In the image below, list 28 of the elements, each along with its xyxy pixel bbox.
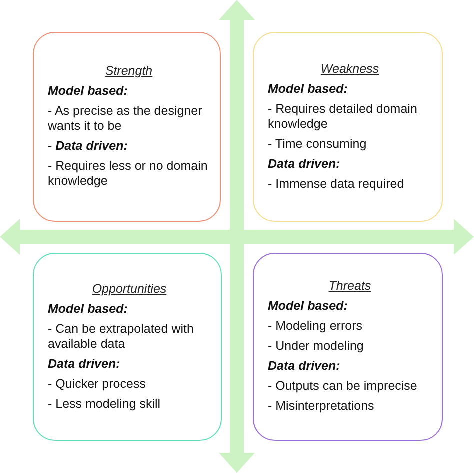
bullet-text: - Misinterpretations	[268, 399, 376, 414]
subheading: Model based:	[268, 299, 349, 314]
bullet-text: - As precise as the designer wants it to be	[48, 104, 204, 134]
bullet-text: - Less modeling skill	[48, 396, 162, 412]
bullet-text: - Outputs can be imprecise	[268, 379, 418, 394]
quadrant-heading: Strength	[104, 64, 154, 79]
quadrant-card	[33, 253, 222, 441]
bullet-text: - Requires less or no domain knowledge	[48, 159, 209, 189]
bullet-text: - Modeling errors	[268, 319, 364, 334]
quadrant-card	[253, 32, 443, 222]
quadrant-card	[33, 32, 221, 222]
quadrant-card	[253, 253, 443, 441]
bullet-text: - Time consuming	[268, 136, 368, 152]
subheading: Data driven:	[268, 156, 342, 172]
quadrant-heading: Threats	[328, 279, 372, 294]
subheading: - Data driven:	[48, 139, 129, 154]
bullet-text: - Under modeling	[268, 339, 365, 354]
bullet-text: - Immense data required	[268, 176, 406, 192]
subheading: Model based:	[48, 302, 129, 316]
bullet-text: - Requires detailed domain knowledge	[268, 102, 418, 132]
bullet-text: - Can be extrapolated with available data	[48, 322, 195, 352]
subheading: Model based:	[268, 82, 349, 96]
quadrant-heading: Opportunities	[91, 282, 168, 296]
quadrant-heading: Weakness	[320, 62, 380, 76]
subheading: Data driven:	[48, 356, 122, 372]
subheading: Model based:	[48, 84, 129, 99]
subheading: Data driven:	[268, 359, 342, 374]
bullet-text: - Quicker process	[48, 376, 147, 392]
